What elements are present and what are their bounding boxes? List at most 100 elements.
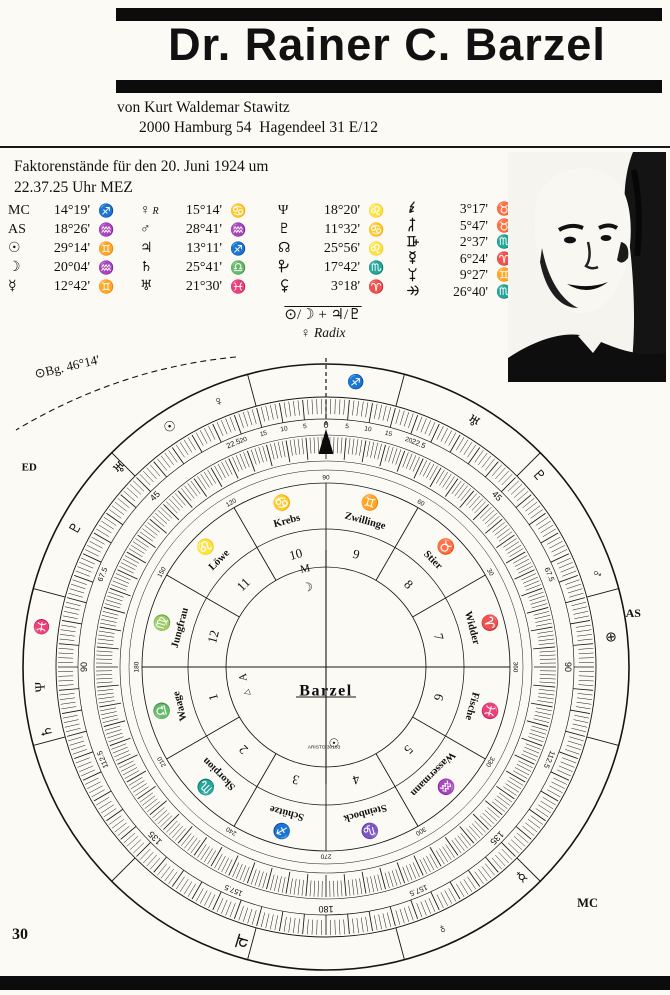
dial-tick [251, 910, 257, 925]
dial-tick [62, 715, 78, 719]
dial-tick [538, 804, 551, 814]
dial-tick [547, 536, 561, 545]
dial-tick [507, 544, 522, 554]
dial-tick [429, 846, 442, 867]
dial-tick [114, 822, 127, 833]
outer-planet-glyph: Ψ [33, 681, 49, 693]
dial-tick [225, 418, 232, 433]
dial-tick [514, 754, 535, 765]
dial-tick [547, 789, 561, 798]
dial-tick [233, 753, 277, 827]
degree-360-label: 360 [512, 662, 519, 673]
dial-tick [412, 862, 420, 878]
dial-tick [109, 509, 122, 519]
degree-360-label: 270 [320, 853, 331, 860]
dial-tick [535, 808, 549, 818]
dial-tick [370, 876, 375, 893]
factor-value: 20°04' [53, 259, 90, 275]
outer-planet-glyph: ♂ [587, 567, 605, 582]
dial-tick [386, 912, 392, 928]
dial-tick [482, 509, 495, 522]
dial-tick [466, 828, 478, 841]
dial-tick [297, 400, 300, 416]
dial-tick [98, 634, 115, 638]
dial-tick [224, 859, 233, 874]
dial-tick [459, 439, 469, 453]
dial-tick [420, 418, 427, 433]
dial-tick [514, 767, 530, 776]
dial-tick [87, 781, 101, 789]
dial-tick [460, 488, 471, 501]
inner-disc-mark: ☉ [328, 735, 340, 750]
dial-tick [525, 743, 541, 750]
dial-tick [239, 453, 247, 469]
zodiac-glyph-steinbock: ♑ [359, 820, 382, 842]
dial-tick [529, 732, 545, 739]
dial-tick [221, 899, 228, 914]
outer-planet-glyph: ♇ [67, 519, 86, 537]
dial-tick [436, 426, 444, 440]
dial-tick [216, 422, 224, 436]
dial-tick [538, 689, 555, 692]
dial-tick [117, 826, 130, 836]
dial-tick [528, 808, 546, 822]
dial-tick [187, 883, 196, 897]
dial-tick [139, 474, 151, 486]
house-number: 3 [291, 772, 301, 788]
dial-tick [514, 558, 530, 567]
dial-tick [422, 857, 431, 873]
dial-tick [233, 899, 242, 919]
dial-tick [429, 467, 442, 488]
dial-tick [522, 826, 535, 836]
dial-tick [472, 813, 489, 830]
dial-tick [142, 528, 156, 539]
dial-tick [79, 765, 94, 772]
dial-tick [96, 658, 113, 660]
dial-tick [171, 495, 183, 509]
dial-tick [382, 405, 387, 421]
dial-tick [533, 684, 556, 688]
dial-tick [359, 878, 363, 895]
dial-tick [440, 892, 448, 906]
dial-tick [534, 615, 551, 620]
dial-tick [89, 785, 103, 794]
dial-tick [375, 753, 419, 827]
dial-tick [334, 919, 336, 935]
dial-tick [246, 862, 256, 884]
dial-tick [311, 399, 314, 415]
dial-tick [224, 460, 233, 475]
dial-tick [204, 428, 212, 442]
dial-tick [355, 439, 359, 456]
dial-tick [576, 629, 592, 633]
dial-tick [507, 480, 519, 492]
degree-scale-label: 15 [259, 430, 268, 439]
zodiac-sign-glyph: ♋ [368, 221, 385, 237]
dial-tick [309, 880, 312, 897]
dial-tick [539, 650, 556, 653]
dial-tick [505, 541, 520, 551]
dial-tick [135, 786, 149, 796]
dial-tick [101, 520, 114, 530]
mc-glyph: MC [8, 202, 30, 218]
house-number: 1 [205, 692, 221, 702]
dial-tick [77, 761, 92, 768]
dial-tick [558, 751, 578, 760]
dial-tick [399, 908, 405, 924]
factor-value: 5°47' [459, 217, 488, 233]
dial-tick [74, 574, 94, 583]
zodiac-sign-glyph: ♋ [230, 202, 247, 218]
dial-tick [501, 848, 513, 860]
outer-planet-glyph: ♀ [211, 393, 226, 411]
dial-tick [68, 736, 83, 742]
dial-tick [578, 652, 594, 655]
dial-tick [560, 566, 575, 573]
factor-value: 11°32' [324, 221, 360, 237]
dial-tick [572, 606, 588, 611]
dial-tick [509, 548, 524, 557]
dial-tick [525, 501, 538, 512]
dial-tick [527, 505, 541, 515]
dial-tick [63, 611, 79, 615]
dial-tick [93, 790, 112, 802]
dial-tick [494, 525, 508, 536]
